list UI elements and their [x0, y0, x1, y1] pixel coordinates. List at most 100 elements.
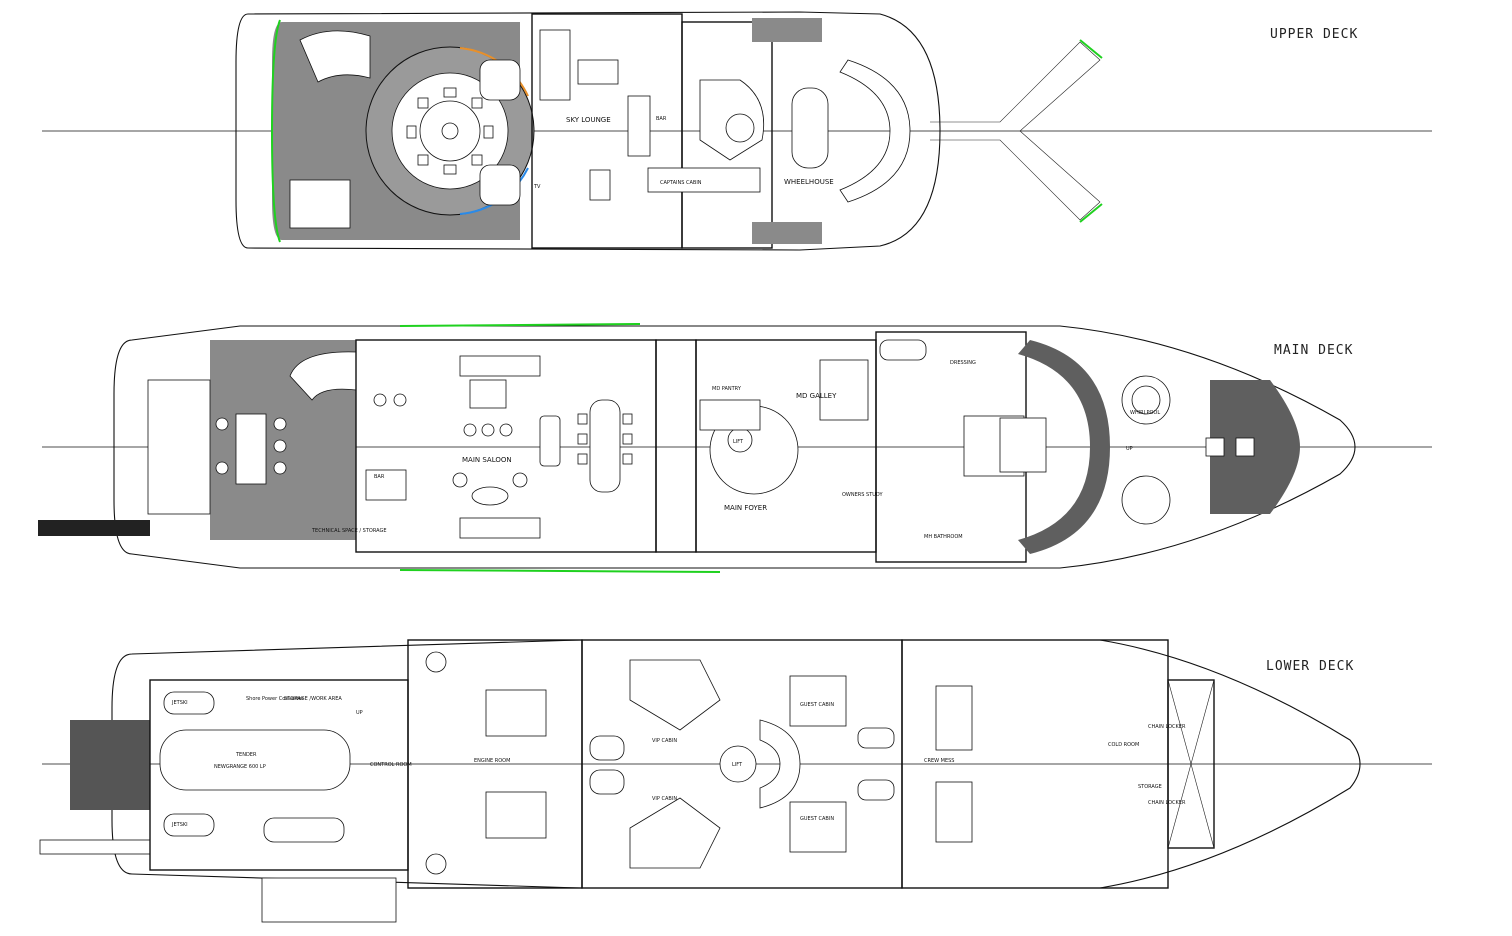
lower-rescue-boat — [263, 817, 345, 843]
room-guest-cabin-stbd: GUEST CABIN — [800, 816, 834, 822]
main-dining-chairs — [577, 413, 633, 465]
main-passerelle — [38, 520, 150, 536]
upper-fore-teak-stbd — [752, 222, 822, 244]
lower-tender-boat — [159, 729, 351, 791]
room-whirlpool: WHIRLPOOL — [1130, 410, 1160, 416]
room-dressing: DRESSING — [950, 360, 976, 366]
upper-helm-console — [839, 59, 911, 203]
room-technical-space: TECHNICAL SPACE / STORAGE — [311, 528, 386, 534]
main-green-rail-port — [399, 323, 641, 327]
lower-jetski-stbd — [163, 813, 215, 837]
upper-green-rail — [270, 19, 281, 243]
main-sofa-stbd — [459, 517, 541, 539]
main-windlass-port — [1205, 437, 1225, 457]
lower-crew-bunk-stbd — [935, 781, 973, 843]
lower-jetski-port — [163, 691, 215, 715]
room-chain-locker-stbd: CHAIN LOCKER — [1148, 800, 1186, 806]
room-storage: STORAGE — [1138, 784, 1162, 790]
room-cold-room: COLD ROOM — [1108, 742, 1139, 748]
lower-guest-bed-port — [789, 675, 847, 727]
upper-stair-core — [725, 113, 755, 143]
main-aft-chairs — [215, 417, 287, 475]
label-storage-work-area: STORAGE /WORK AREA — [284, 696, 342, 702]
lower-genset-stbd — [425, 853, 447, 875]
room-md-pantry: MD PANTRY — [712, 386, 742, 392]
lower-transom-steps — [70, 720, 150, 810]
main-console — [539, 415, 561, 467]
room-main-bar: BAR — [374, 474, 385, 480]
label-shore-power: Shore Power Converter — [246, 696, 305, 702]
lower-vip-bath-port — [589, 735, 625, 761]
lower-vip-bed-stbd — [629, 797, 721, 869]
main-pantry-counter — [699, 399, 761, 431]
main-deck-plan: MAIN SALOON BAR TECHNICAL SPACE / STORAG… — [38, 323, 1432, 573]
lower-vip-bed-port — [629, 659, 721, 731]
main-foredeck-curve — [1018, 340, 1110, 554]
main-saloon-chairs — [373, 393, 528, 488]
upper-deck-hull — [235, 11, 941, 251]
upper-deck-title: UPPER DECK — [1270, 27, 1358, 42]
upper-wheelhouse-sofa — [791, 87, 829, 169]
main-oval-table — [471, 486, 509, 506]
room-vip-cabin-port: VIP CABIN — [652, 738, 677, 744]
room-guest-cabin-port: GUEST CABIN — [800, 702, 834, 708]
main-aft-table — [235, 413, 267, 485]
label-tender-model: NEWGRANGE 600 LP — [214, 764, 266, 770]
label-jetski-stbd: JETSKI — [171, 822, 188, 828]
room-lower-lift: LIFT — [732, 762, 743, 768]
label-control-room: CONTROL ROOM — [370, 762, 412, 768]
lower-lift — [719, 745, 757, 783]
main-coffee-table — [469, 379, 507, 409]
room-md-galley: MD GALLEY — [796, 392, 837, 400]
upper-radar-mast — [930, 39, 1103, 223]
lower-vip-bath-stbd — [589, 769, 625, 795]
main-dining-table — [589, 399, 621, 493]
room-main-saloon: MAIN SALOON — [462, 456, 512, 464]
upper-bar-counter — [627, 95, 651, 157]
room-main-foyer: MAIN FOYER — [724, 504, 767, 512]
room-captains-cabin: CAPTAINS CABIN — [660, 180, 702, 186]
main-bar — [365, 469, 407, 501]
main-deck-title: MAIN DECK — [1274, 343, 1353, 358]
lower-deck-title: LOWER DECK — [1266, 659, 1354, 674]
main-sunpad-round — [1121, 475, 1171, 525]
room-wheelhouse: WHEELHOUSE — [784, 178, 834, 186]
main-windlass-stbd — [1235, 437, 1255, 457]
label-tender: TENDER — [235, 752, 257, 758]
lower-guest-bath-stbd — [857, 779, 895, 801]
lower-side-hatch — [261, 877, 397, 923]
lower-engine-stbd — [485, 791, 547, 839]
room-main-up: UP — [1126, 446, 1133, 452]
upper-crew-block — [681, 21, 773, 249]
room-crew-mess: CREW MESS — [924, 758, 954, 764]
main-transom-seat — [147, 379, 211, 515]
upper-sofa-stbd — [479, 164, 521, 206]
room-owners-study: OWNERS STUDY — [842, 492, 883, 498]
lower-engine-port — [485, 689, 547, 737]
room-engine-room: ENGINE ROOM — [474, 758, 510, 764]
main-lobby-wall — [655, 339, 697, 553]
upper-deck-plan: SKY LOUNGE TV BAR CAPTAINS CABIN WHEELHO… — [42, 11, 1432, 251]
main-owner-bed-foot — [999, 417, 1047, 473]
main-bow-teak — [1210, 380, 1300, 514]
lower-guest-bed-stbd — [789, 801, 847, 853]
main-galley-counter — [819, 359, 869, 421]
main-owner-bathtub — [879, 339, 927, 361]
room-main-lift: LIFT — [733, 439, 744, 445]
main-sofa-port — [459, 355, 541, 377]
room-tv: TV — [533, 184, 541, 190]
upper-side-table — [589, 169, 611, 201]
main-green-rail-stbd — [399, 569, 721, 573]
lower-boarding-ramp — [39, 839, 151, 855]
room-vip-cabin-stbd: VIP CABIN — [652, 796, 677, 802]
upper-lounge-seat — [289, 179, 351, 229]
upper-fore-teak-port — [752, 18, 822, 42]
main-whirlpool-inner — [1131, 385, 1161, 415]
lower-genset-port — [425, 651, 447, 673]
lower-crew-bunk-port — [935, 685, 973, 751]
label-jetski-port: JETSKI — [171, 700, 188, 706]
room-sky-lounge: SKY LOUNGE — [566, 116, 611, 124]
lower-deck-plan: TENDER NEWGRANGE 600 LP JETSKI JETSKI Sh… — [39, 639, 1432, 923]
upper-captains-bed — [647, 167, 761, 193]
